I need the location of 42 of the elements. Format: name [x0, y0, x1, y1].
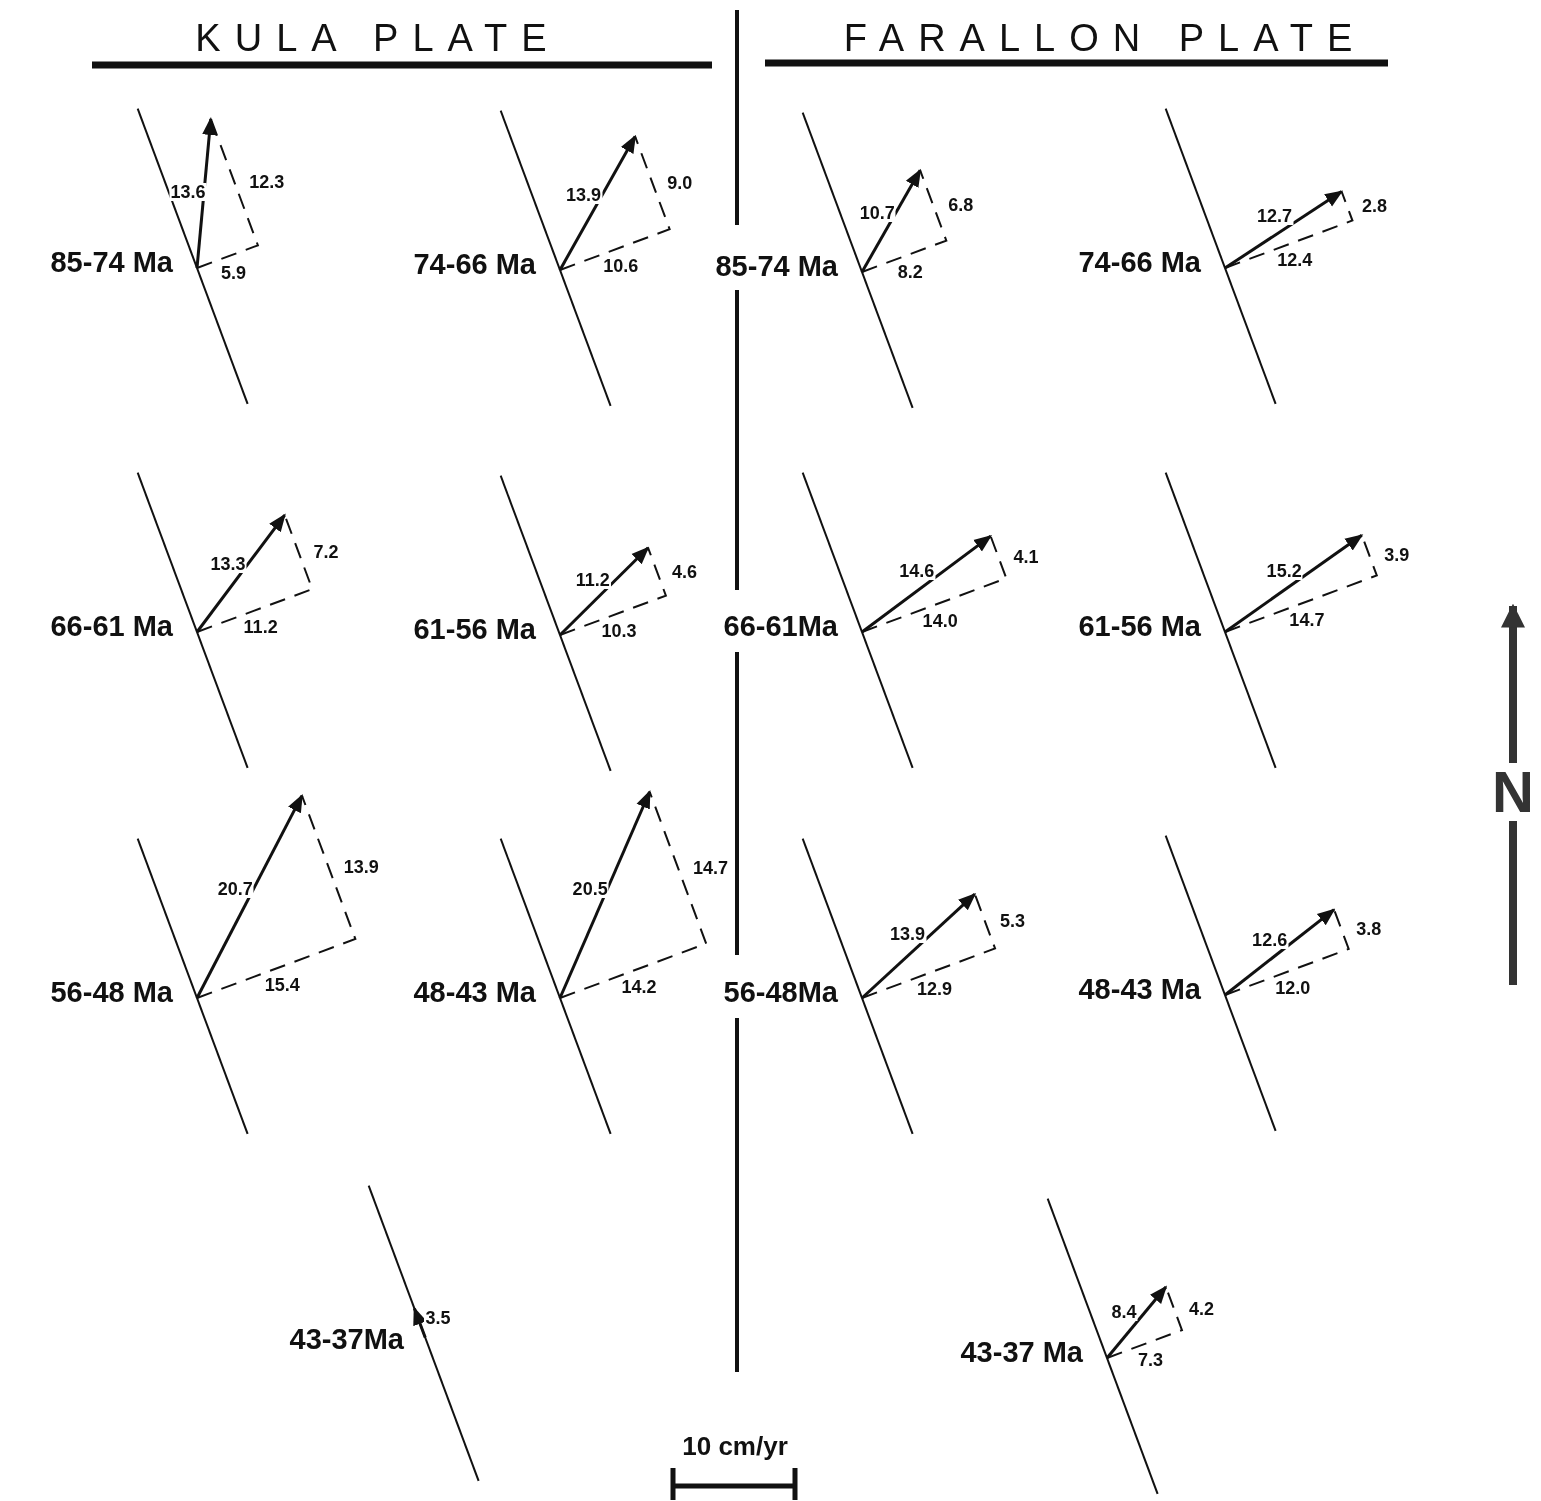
velocity-value: 13.9 — [889, 925, 927, 944]
velocity-value: 11.2 — [574, 571, 611, 589]
time-interval-label: 66-61Ma — [723, 611, 838, 641]
velocity-value: 12.7 — [1256, 207, 1294, 226]
time-interval-label: 85-74 Ma — [715, 251, 838, 281]
component-value: 4.2 — [1187, 1299, 1215, 1318]
velocity-value: 20.5 — [571, 879, 609, 898]
time-interval-label: 74-66 Ma — [1078, 247, 1201, 277]
velocity-value: 14.6 — [898, 562, 936, 581]
component-value: 14.7 — [1288, 610, 1326, 629]
velocity-value: 12.6 — [1251, 930, 1289, 949]
time-interval-label: 61-56 Ma — [1078, 611, 1201, 641]
velocity-value: 10.7 — [858, 204, 896, 223]
plate-heading: FARALLON PLATE — [843, 19, 1367, 57]
time-interval-label: 43-37Ma — [289, 1324, 404, 1354]
velocity-value: 13.9 — [565, 186, 603, 205]
time-interval-label: 56-48Ma — [723, 977, 838, 1007]
time-interval-label: 66-61 Ma — [50, 611, 173, 641]
component-value: 10.6 — [602, 256, 640, 275]
scale-label: 10 cm/yr — [681, 1433, 789, 1459]
component-value: 9.0 — [666, 173, 694, 192]
velocity-value: 15.2 — [1265, 561, 1303, 580]
time-interval-label: 74-66 Ma — [413, 249, 536, 279]
component-value: 12.0 — [1274, 978, 1312, 997]
time-interval-label: 56-48 Ma — [50, 977, 173, 1007]
component-value: 14.7 — [691, 858, 729, 877]
component-value: 4.6 — [670, 562, 698, 581]
time-interval-label: 43-37 Ma — [960, 1337, 1083, 1367]
velocity-value: 13.3 — [209, 554, 247, 573]
component-value: 15.4 — [263, 975, 301, 994]
velocity-value: 8.4 — [1110, 1303, 1138, 1322]
component-value: 14.2 — [620, 977, 658, 996]
time-interval-label: 85-74 Ma — [50, 247, 173, 277]
plate-heading: KULA PLATE — [195, 19, 561, 57]
time-interval-label: 61-56 Ma — [413, 614, 536, 644]
component-value: 11.2 — [242, 617, 279, 636]
component-value: 2.8 — [1361, 197, 1389, 215]
component-value: 5.9 — [219, 263, 247, 282]
time-interval-label: 48-43 Ma — [1078, 974, 1201, 1004]
time-interval-label: 48-43 Ma — [413, 977, 536, 1007]
velocity-value: 20.7 — [216, 880, 254, 899]
velocity-value: 13.6 — [169, 182, 207, 201]
